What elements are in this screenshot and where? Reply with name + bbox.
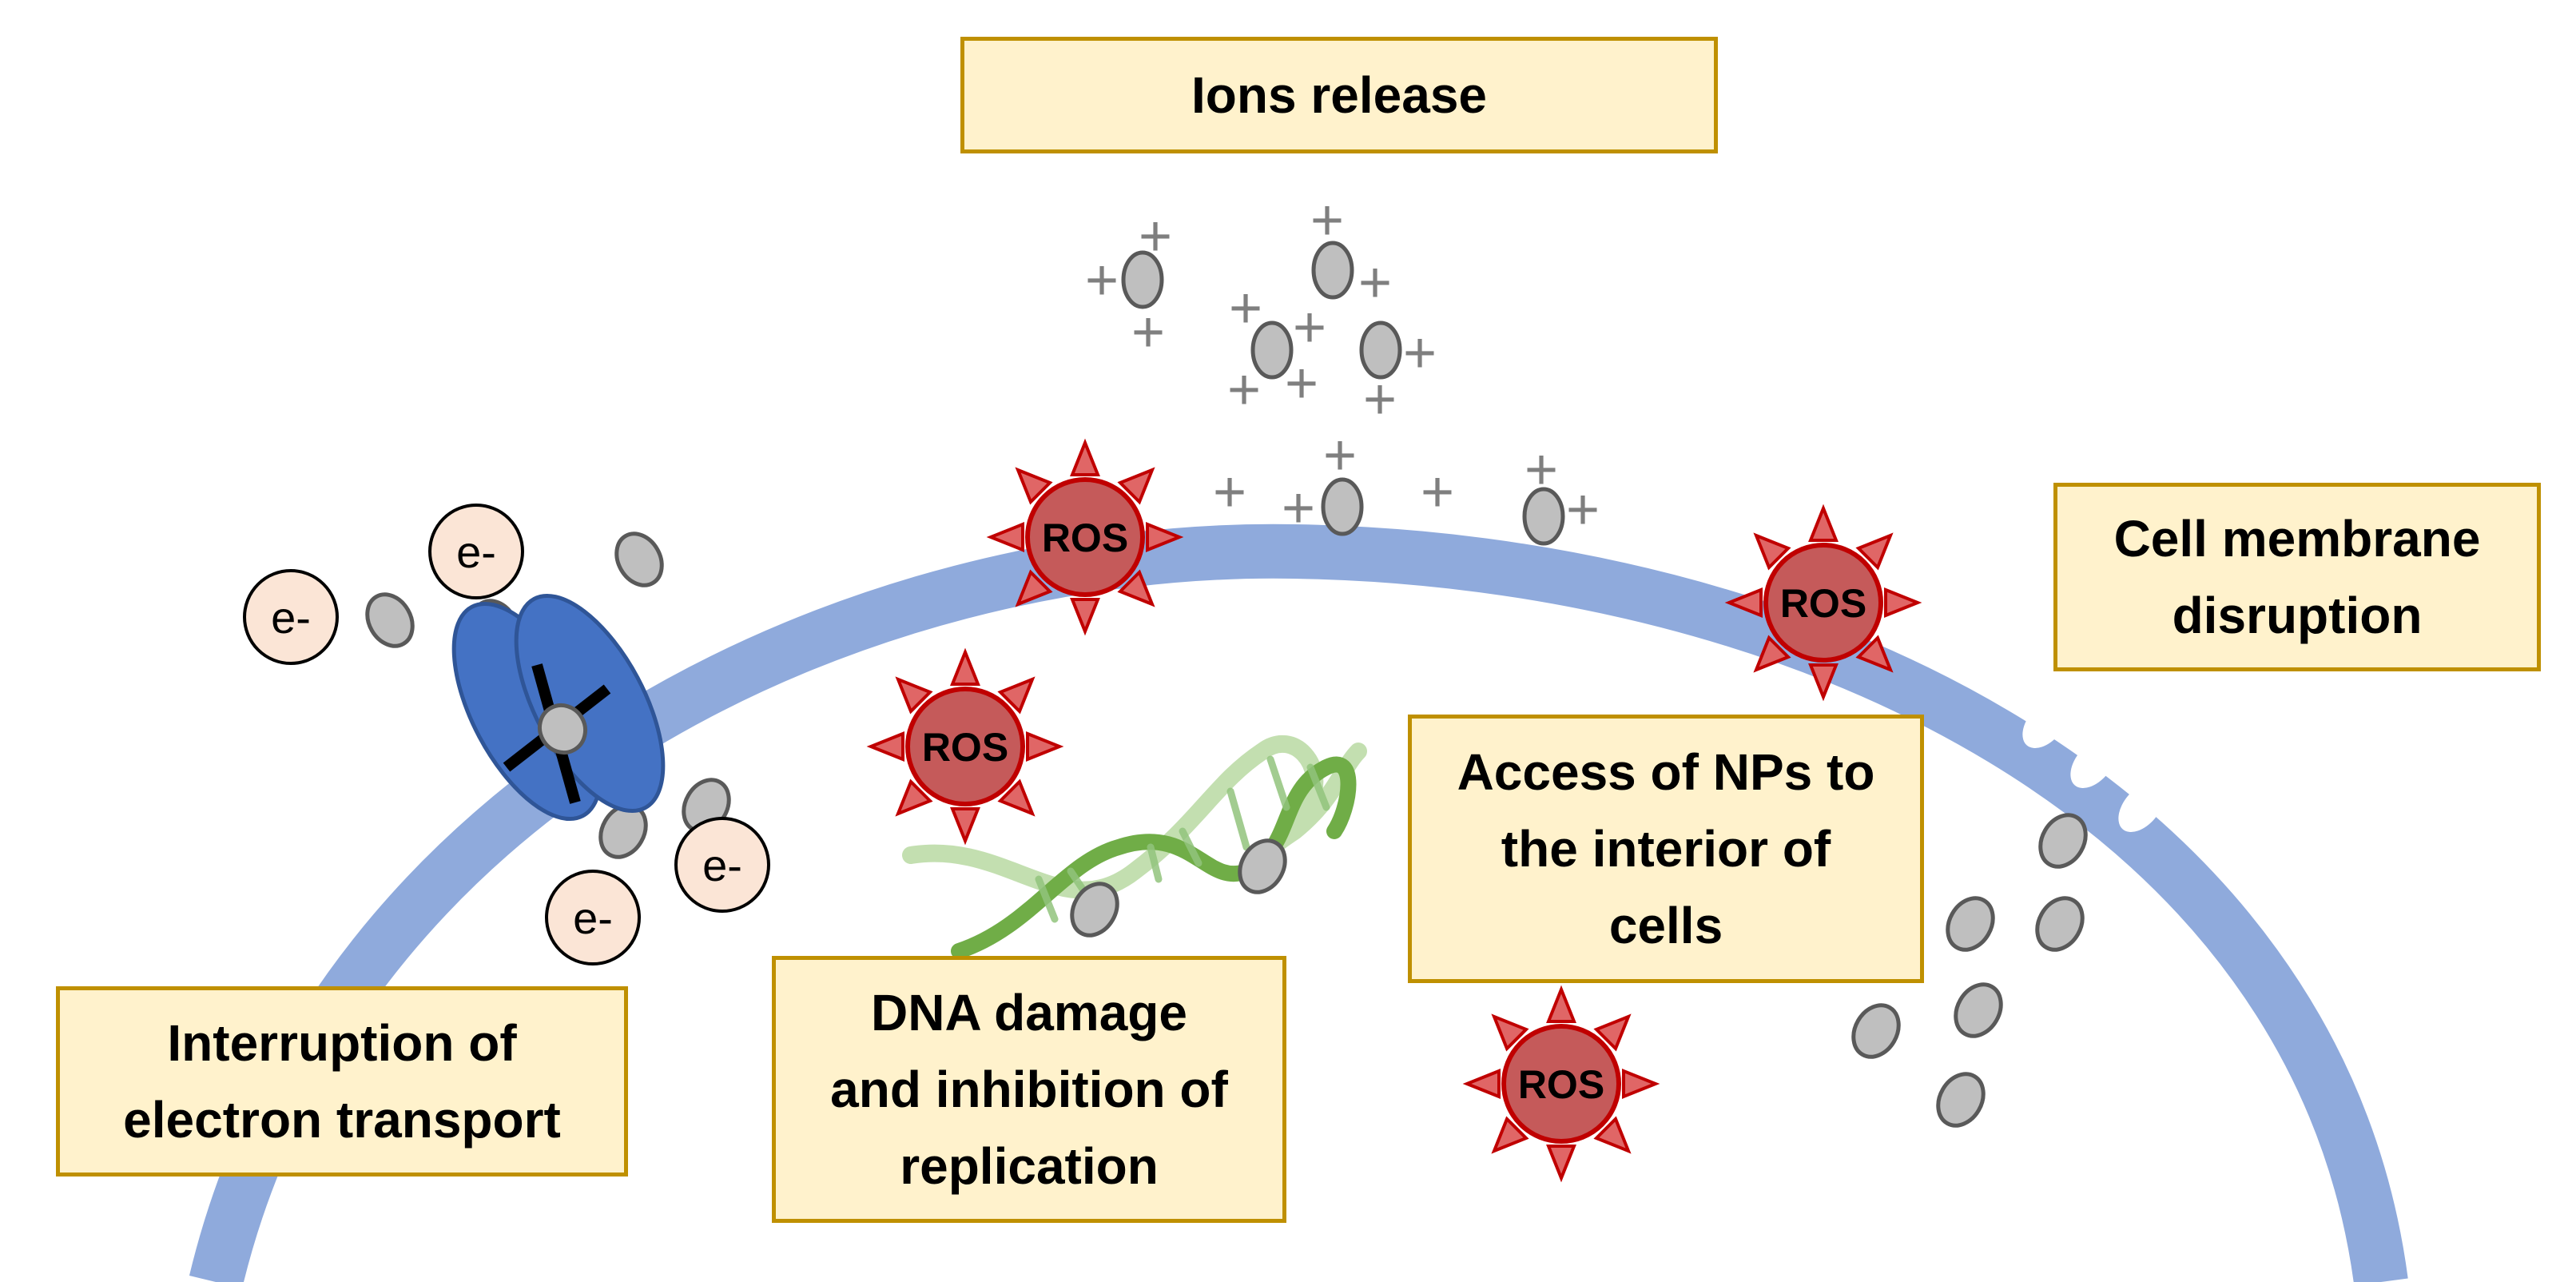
label-line: Interruption of	[167, 1014, 517, 1072]
ion-charge: +	[1363, 368, 1397, 432]
ion-charge: +	[1323, 424, 1357, 488]
label-line: Access of NPs to	[1457, 743, 1875, 801]
ion-charge: +	[1293, 296, 1326, 360]
label-line: DNA damage	[871, 984, 1187, 1041]
ion-charge: +	[1403, 321, 1437, 385]
ros-label: ROS	[1518, 1062, 1604, 1107]
ros-species: ROS ROS ROS ROS	[871, 443, 1918, 1178]
electron-transporter	[451, 593, 666, 822]
label-line: Cell membrane	[2113, 510, 2481, 567]
label-electron-transport: Interruption of electron transport	[56, 986, 628, 1176]
electron-label: e-	[271, 592, 311, 643]
ion-charge: +	[1213, 460, 1246, 524]
ros-label: ROS	[922, 725, 1008, 770]
dna-helix	[902, 735, 1367, 959]
label-line: electron transport	[123, 1091, 561, 1149]
label-line: cells	[1608, 897, 1723, 954]
label-line: replication	[900, 1137, 1159, 1195]
ion-charge: +	[1358, 251, 1392, 315]
label-line: the interior of	[1501, 820, 1831, 878]
ion-charge: +	[1525, 438, 1558, 502]
electrons: e- e- e- e-	[243, 504, 770, 965]
electron-label: e-	[456, 527, 496, 577]
ion-charge: +	[1285, 352, 1318, 416]
label-line: and inhibition of	[830, 1061, 1228, 1118]
cell-membrane	[189, 524, 2408, 1282]
label-ions-release: Ions release	[960, 37, 1718, 153]
ion-charge: +	[1139, 205, 1172, 269]
ion-charge: +	[1310, 189, 1344, 253]
ion-charge: +	[1421, 460, 1454, 524]
ros-label: ROS	[1780, 581, 1866, 626]
label-dna-damage: DNA damage and inhibition of replication	[772, 956, 1286, 1223]
label-line: disruption	[2172, 587, 2423, 644]
membrane-rupture	[2022, 699, 2165, 832]
ion-charge: +	[1085, 249, 1119, 313]
ion-charge: +	[1282, 476, 1315, 540]
electron-label: e-	[573, 893, 613, 943]
label-access-nps: Access of NPs to the interior of cells	[1408, 715, 1924, 983]
ros-label: ROS	[1042, 516, 1128, 560]
ion-charge: +	[1229, 277, 1262, 340]
electron-label: e-	[702, 840, 742, 890]
label-ions-release-text: Ions release	[1191, 66, 1487, 124]
ion-charge: +	[1566, 478, 1600, 542]
ion-charge: +	[1131, 301, 1165, 364]
released-ions: + + + + + + + + + + + + + + + + +	[1085, 189, 1600, 543]
label-cell-membrane-disruption: Cell membrane disruption	[2053, 483, 2541, 671]
ion-charge: +	[1227, 358, 1261, 422]
